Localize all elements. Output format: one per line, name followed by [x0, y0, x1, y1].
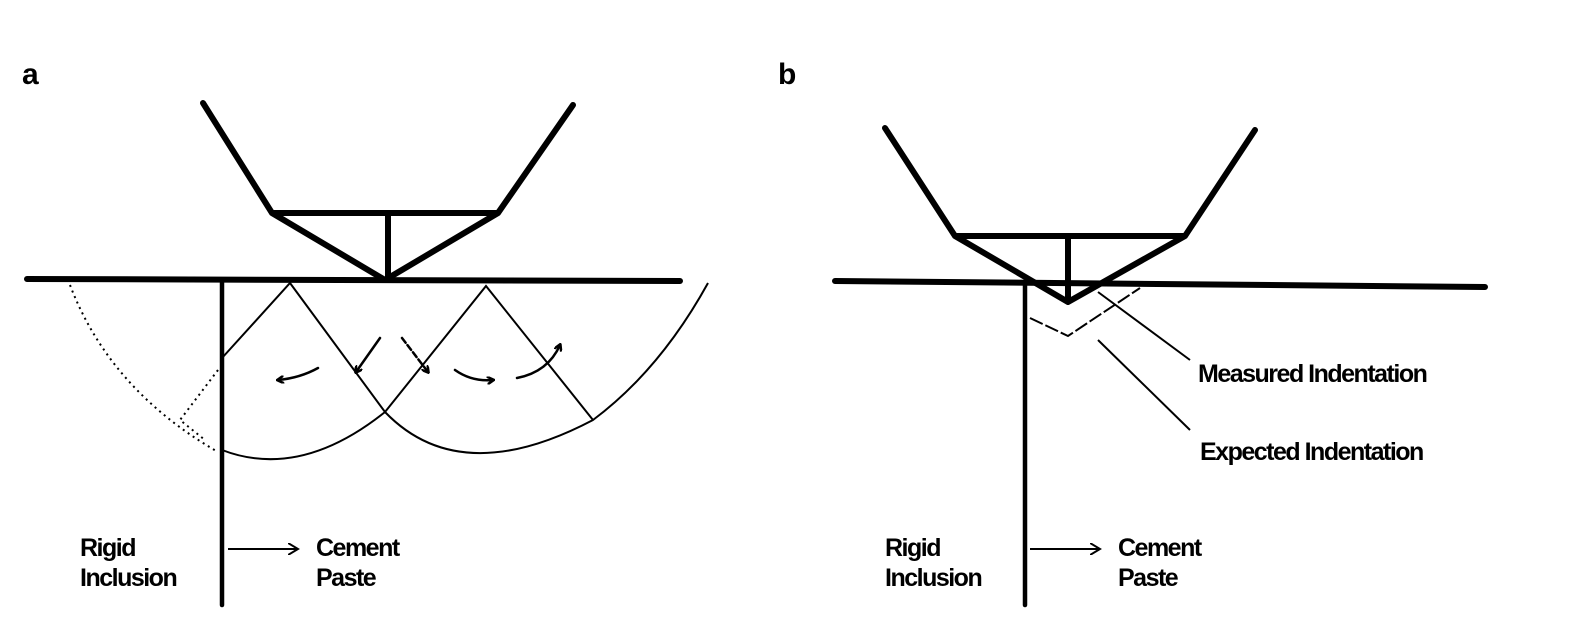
expected-indentation-outline: [1029, 287, 1141, 338]
rigid-inclusion-label-b-line1: Rigid: [885, 534, 940, 562]
cement-paste-label-b-line1: Cement: [1118, 534, 1203, 562]
panel-a-label: a: [22, 58, 39, 91]
surface-line-a: [24, 276, 683, 284]
panel-b: b Measured Indentation Expected Indentat…: [778, 58, 1488, 608]
indenter-b: [882, 125, 1258, 305]
panel-b-label: b: [778, 58, 796, 91]
measured-leader-line: [1097, 291, 1191, 361]
surface-line-b: [832, 278, 1488, 290]
expected-leader-line: [1097, 339, 1191, 431]
expected-indentation-label: Expected Indentation: [1200, 438, 1423, 466]
cement-paste-label-a-line2: Paste: [316, 564, 377, 592]
measured-indentation-label: Measured Indentation: [1198, 360, 1427, 388]
rigid-inclusion-label-b-line2: Inclusion: [885, 564, 981, 592]
cement-paste-label-b-line2: Paste: [1118, 564, 1179, 592]
flow-arrows-a: [278, 336, 560, 380]
panel-a: a Rigid Inclusion Cement Paste: [22, 58, 709, 608]
indenter-a: [200, 100, 576, 283]
rigid-inclusion-label-a-line2: Inclusion: [80, 564, 176, 592]
rigid-inclusion-label-a-line1: Rigid: [80, 534, 135, 562]
cement-paste-label-a-line1: Cement: [316, 534, 401, 562]
slip-lines-a: [69, 281, 709, 461]
